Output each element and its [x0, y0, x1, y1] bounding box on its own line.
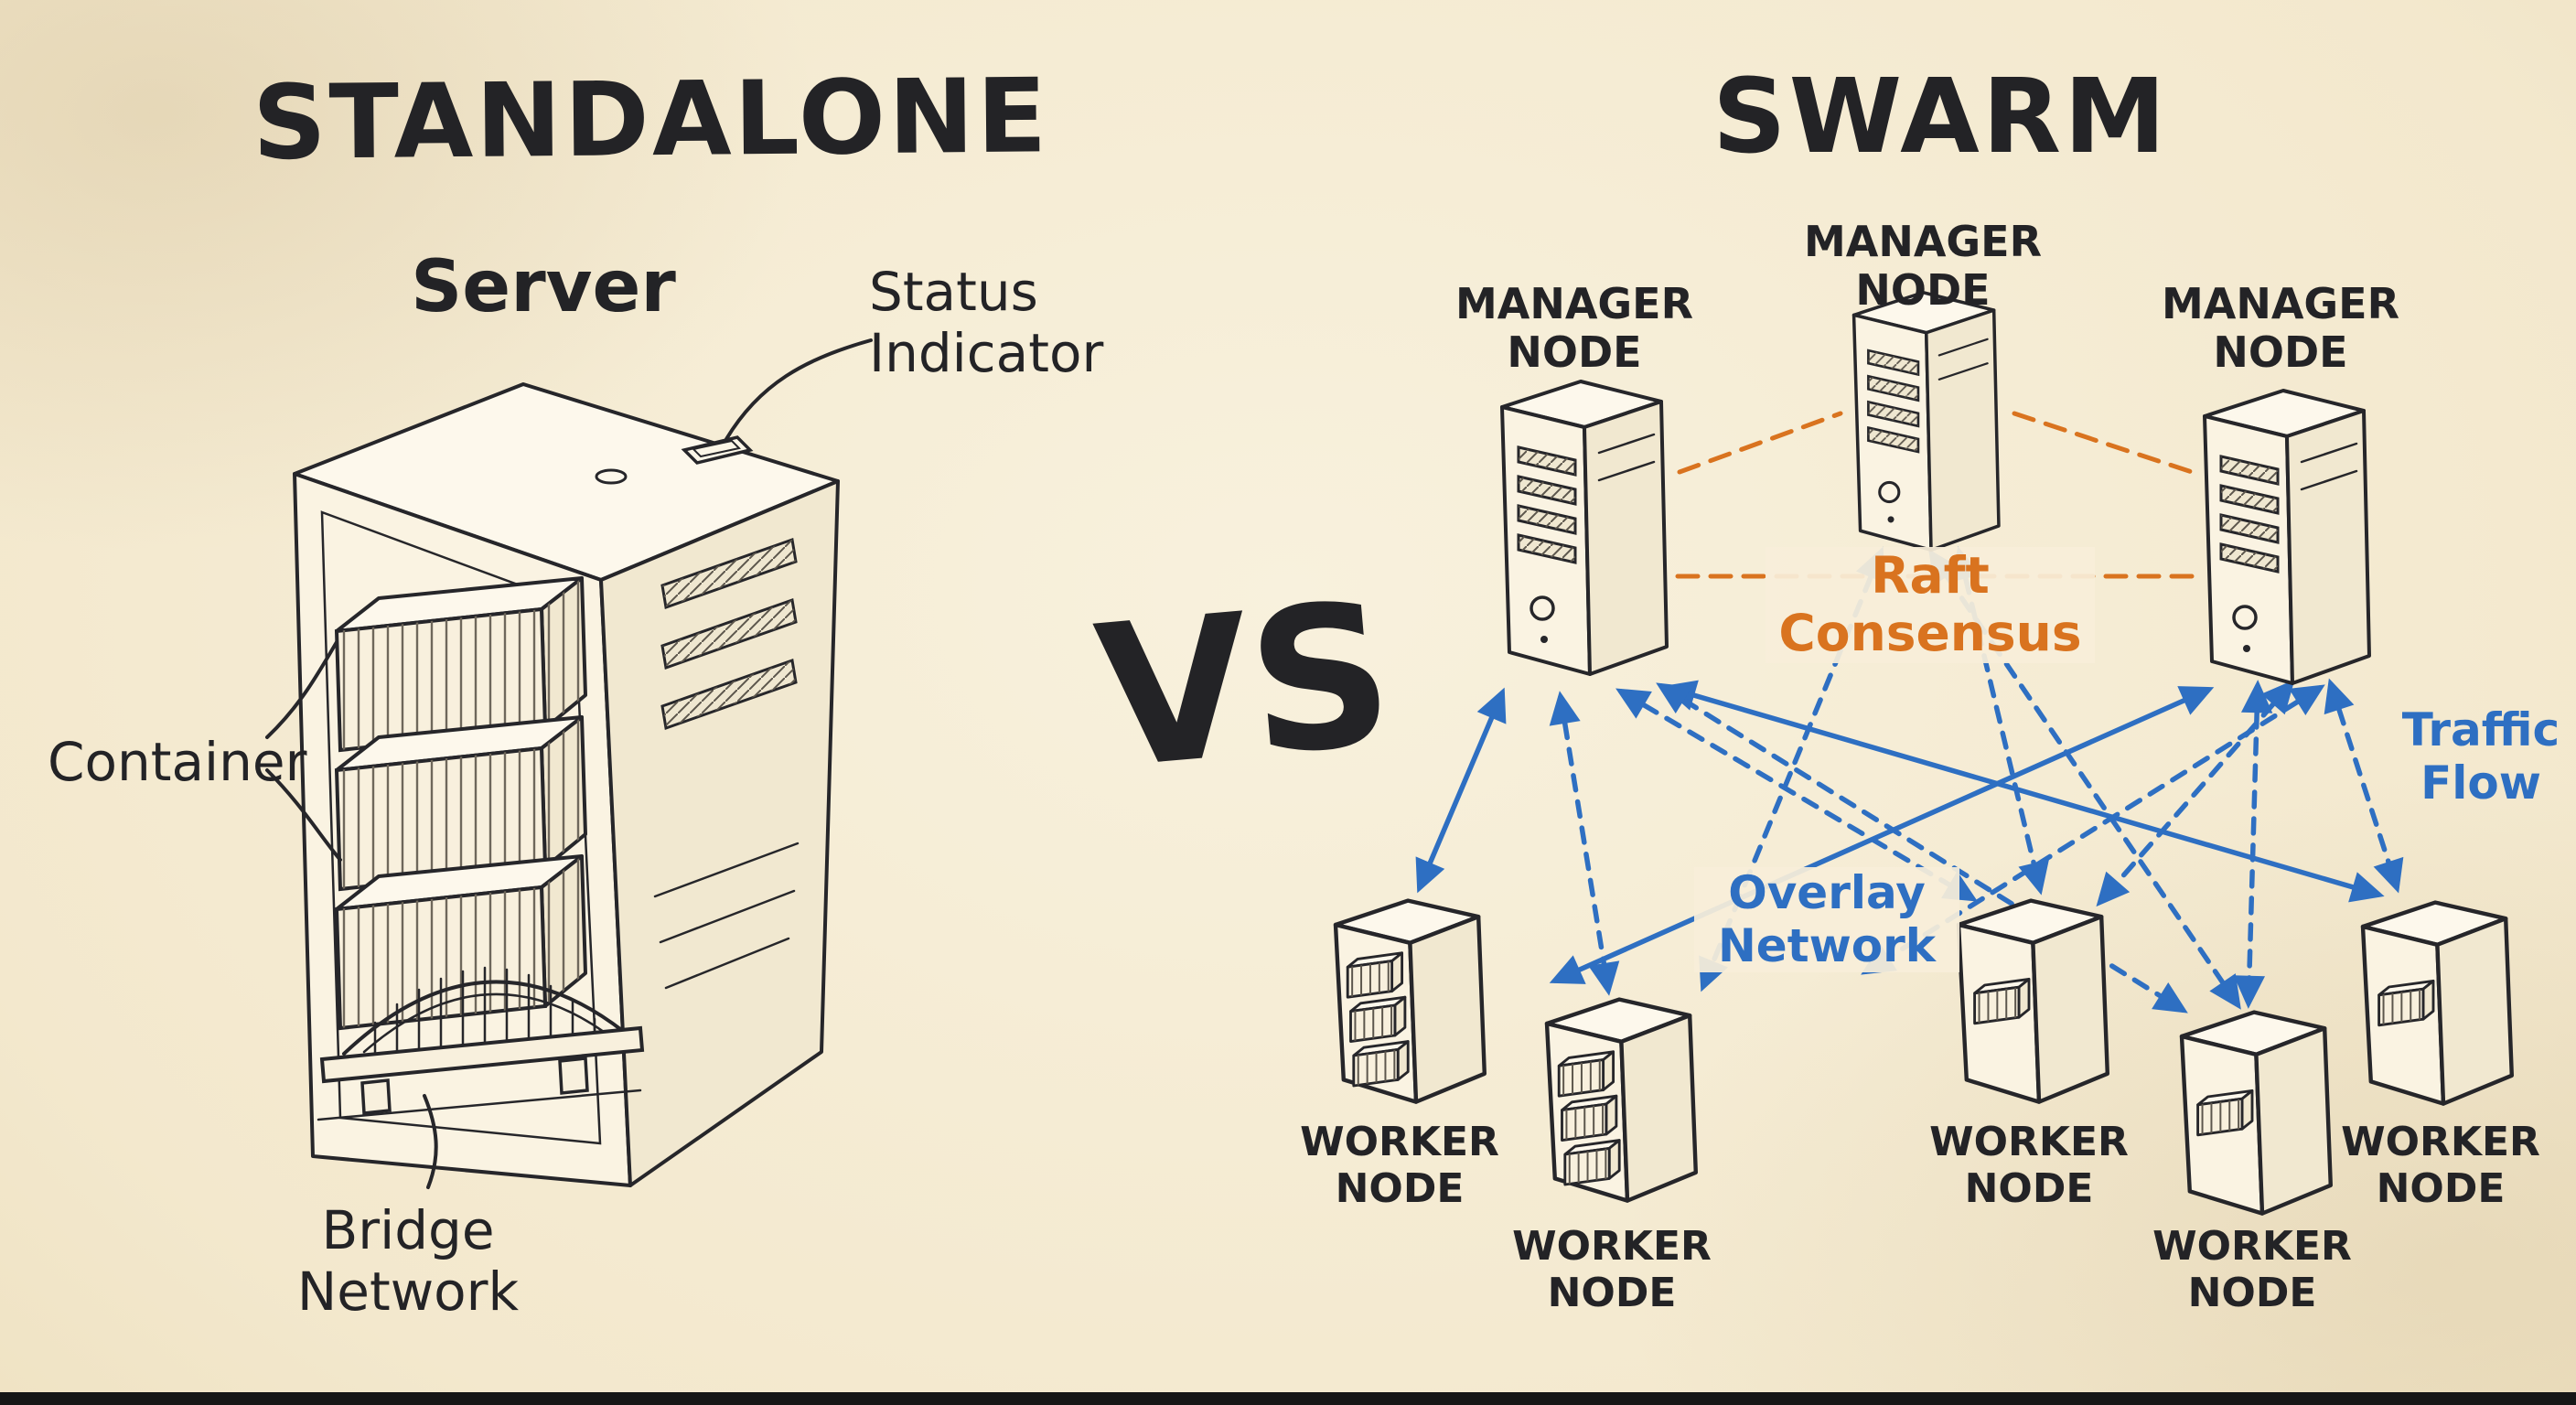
raft-consensus-label: Raft Consensus: [1766, 546, 2095, 663]
server-tower-drawing: [293, 382, 840, 1187]
status-indicator-label: Status Indicator: [869, 261, 1104, 384]
container-pointer-line-top: [265, 640, 338, 739]
container-stack-drawing: [334, 576, 587, 1031]
standalone-title: STANDALONE: [252, 57, 1050, 183]
worker-node-label-5: WORKER NODE: [2341, 1119, 2540, 1212]
server-label: Server: [411, 246, 676, 328]
bridge-network-label: Bridge Network: [296, 1199, 520, 1323]
container-pointer-line-bottom: [265, 768, 342, 862]
worker-node-icon-2: [1547, 1000, 1696, 1201]
status-indicator-pointer-line: [724, 338, 873, 441]
manager-node-label-right: MANAGER NODE: [2161, 279, 2400, 377]
bridge-drawing: [317, 966, 645, 1121]
worker-node-label-1: WORKER NODE: [1300, 1119, 1499, 1212]
worker-node-label-3: WORKER NODE: [1929, 1119, 2129, 1212]
server-vents: [653, 537, 800, 990]
worker-node-icon-5: [2363, 903, 2512, 1104]
bridge-pointer-line: [423, 1094, 438, 1189]
versus-label: VS: [1088, 558, 1401, 813]
container-label: Container: [48, 731, 307, 793]
manager-node-label-center: MANAGER NODE: [1803, 217, 2043, 315]
status-indicator-box: [595, 435, 754, 485]
traffic-flow-label: Traffic Flow: [2401, 703, 2560, 810]
manager-node-label-left: MANAGER NODE: [1454, 279, 1694, 377]
worker-node-label-4: WORKER NODE: [2152, 1223, 2352, 1316]
swarm-title: SWARM: [1712, 58, 2169, 177]
overlay-network-label: Overlay Network: [1694, 866, 1959, 972]
worker-node-label-2: WORKER NODE: [1512, 1223, 1712, 1316]
manager-node-icon-left: [1500, 380, 1669, 676]
overlay-network-links: [1415, 546, 2404, 1014]
worker-node-icon-1: [1336, 901, 1485, 1102]
manager-node-icon-right: [2203, 389, 2371, 685]
bottom-edge-bar: [0, 1392, 2576, 1405]
worker-node-icon-3: [1959, 901, 2108, 1102]
manager-node-icon-center: [1852, 291, 2001, 552]
